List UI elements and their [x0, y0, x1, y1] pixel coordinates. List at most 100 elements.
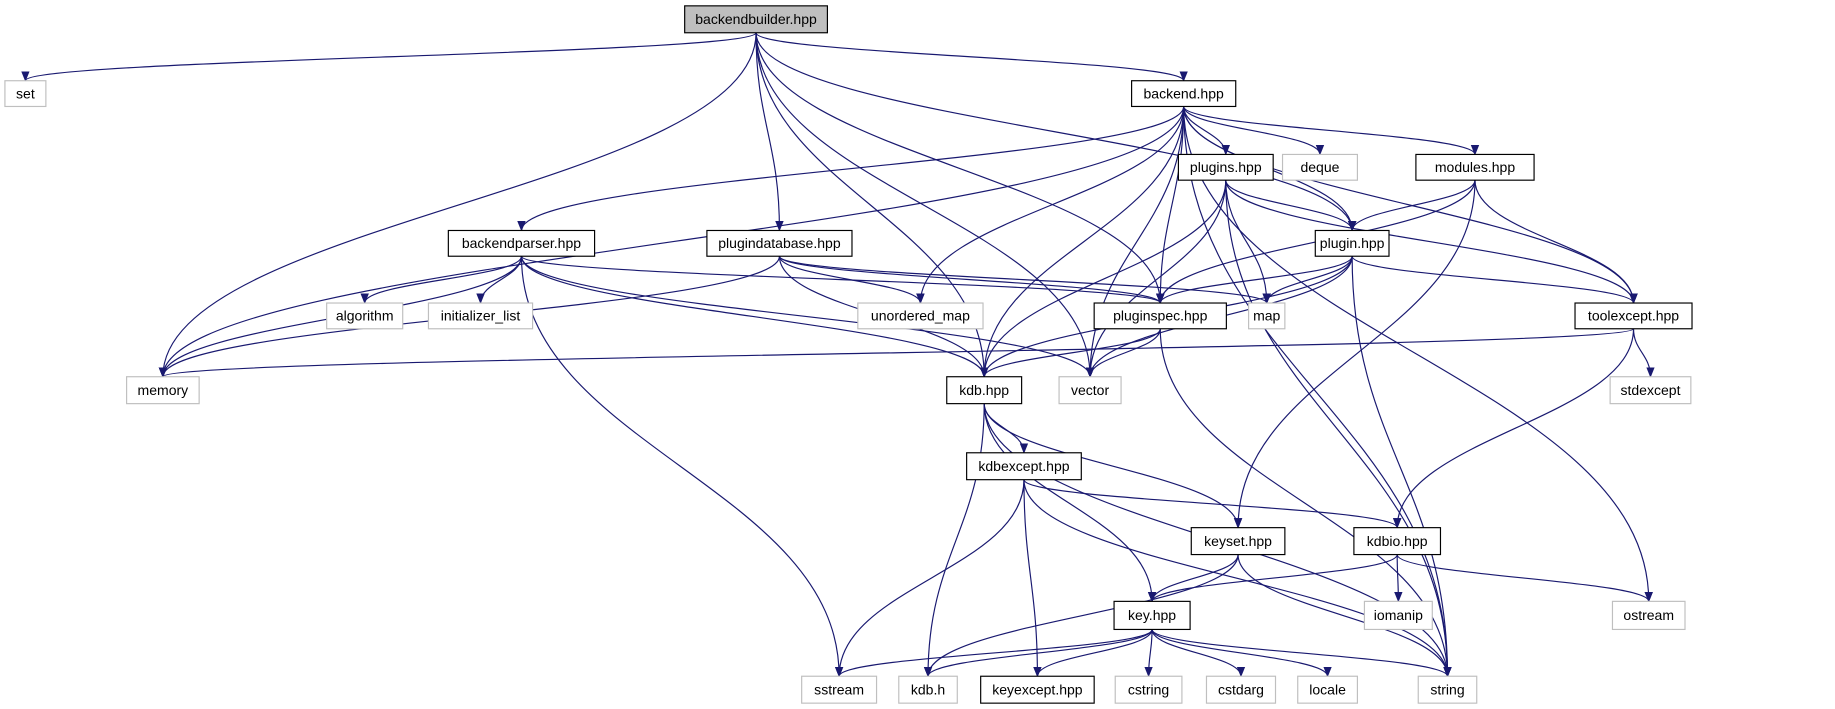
node-plugins[interactable]: plugins.hpp: [1177, 153, 1274, 181]
node-box: [1611, 600, 1686, 631]
edges: [21, 32, 1655, 678]
node-box: [1417, 675, 1478, 704]
edge-backendparser-to-sstream: [520, 256, 844, 678]
edge-backend-to-vector: [1085, 106, 1185, 378]
node-label: cstring: [1128, 681, 1169, 697]
node-box: [1058, 376, 1122, 405]
node-iomanip: iomanip: [1363, 600, 1433, 631]
edge-backend-to-toolexcept: [1183, 106, 1638, 305]
edge-plugindatabase-to-pluginspec: [778, 255, 1165, 305]
edge-backendbuilder-to-backend: [755, 32, 1188, 82]
node-label: vector: [1071, 382, 1109, 398]
node-label: algorithm: [336, 308, 394, 324]
edge-plugins-to-vector: [1085, 180, 1227, 378]
node-label: backendparser.hpp: [462, 235, 581, 251]
node-keyexcept[interactable]: keyexcept.hpp: [980, 675, 1095, 704]
node-keyset[interactable]: keyset.hpp: [1190, 527, 1286, 556]
edge-backend-to-backendparser: [517, 106, 1185, 232]
edge-backend-to-string: [1183, 106, 1452, 678]
node-label: backend.hpp: [1144, 85, 1224, 101]
node-backendparser[interactable]: backendparser.hpp: [447, 229, 596, 257]
node-label: unordered_map: [871, 308, 970, 324]
edge-kdbexcept-to-string: [1023, 479, 1452, 678]
edge-key-to-sstream: [835, 628, 1153, 678]
node-plugin[interactable]: plugin.hpp: [1314, 229, 1390, 257]
node-label: sstream: [814, 681, 864, 697]
edge-kdbio-to-ostream: [1396, 554, 1653, 603]
node-label: toolexcept.hpp: [1588, 308, 1679, 324]
node-initializer_list: initializer_list: [427, 302, 534, 330]
node-plugindatabase[interactable]: plugindatabase.hpp: [706, 229, 853, 257]
node-backend[interactable]: backend.hpp: [1131, 80, 1237, 108]
edge-key-to-locale: [1151, 629, 1332, 678]
node-stdexcept: stdexcept: [1609, 376, 1692, 405]
edge-plugin-to-map: [1262, 256, 1353, 305]
node-ostream: ostream: [1611, 600, 1686, 631]
node-cstring: cstring: [1114, 675, 1183, 704]
node-vector: vector: [1058, 376, 1122, 405]
node-box: [1114, 675, 1183, 704]
node-label: keyexcept.hpp: [992, 681, 1083, 697]
edge-backendbuilder-to-plugin: [755, 32, 1357, 232]
edge-kdbexcept-to-keyexcept: [1023, 479, 1042, 678]
edge-kdbhpp-to-kdbh: [923, 403, 985, 678]
edge-kdbhpp-to-keyset: [983, 403, 1243, 529]
node-label: backendbuilder.hpp: [695, 11, 817, 27]
node-label: set: [16, 85, 35, 101]
edge-backend-to-memory: [158, 106, 1185, 378]
edge-key-to-string: [1151, 629, 1452, 678]
edge-backendparser-to-kdbhpp: [520, 256, 989, 378]
node-kdbhpp[interactable]: kdb.hpp: [946, 376, 1023, 405]
edge-backend-to-modules: [1183, 106, 1480, 156]
edge-key-to-keyexcept: [1033, 629, 1153, 678]
node-label: map: [1253, 308, 1280, 324]
node-kdbh: kdb.h: [898, 675, 958, 704]
node-box: [857, 302, 984, 330]
node-box: [1609, 376, 1692, 405]
edge-kdbio-to-key: [1147, 554, 1398, 603]
edge-plugin-to-string: [1351, 256, 1452, 678]
node-memory: memory: [126, 376, 200, 405]
node-pluginspec[interactable]: pluginspec.hpp: [1093, 302, 1227, 330]
node-box: [4, 80, 47, 108]
node-modules[interactable]: modules.hpp: [1415, 153, 1535, 181]
node-backendbuilder[interactable]: backendbuilder.hpp: [684, 5, 828, 34]
node-box: [447, 229, 596, 257]
edge-key-to-kdbh: [923, 629, 1153, 678]
node-label: stdexcept: [1620, 382, 1680, 398]
edge-plugindatabase-to-unordered_map: [778, 256, 925, 305]
node-cstdarg: cstdarg: [1205, 675, 1277, 704]
node-box: [1574, 302, 1693, 330]
node-kdbexcept[interactable]: kdbexcept.hpp: [966, 452, 1082, 481]
edge-modules-to-toolexcept: [1474, 180, 1638, 305]
node-label: string: [1430, 681, 1464, 697]
node-box: [980, 675, 1095, 704]
edge-backendparser-to-algorithm: [360, 256, 523, 305]
node-kdbio[interactable]: kdbio.hpp: [1353, 527, 1442, 556]
node-label: kdb.h: [911, 681, 945, 697]
edge-backendbuilder-to-pluginspec: [755, 32, 1165, 305]
node-box: [1190, 527, 1286, 556]
node-box: [946, 376, 1023, 405]
node-label: modules.hpp: [1435, 159, 1515, 175]
node-string: string: [1417, 675, 1478, 704]
node-box: [706, 229, 853, 257]
edge-kdbexcept-to-kdbio: [1023, 479, 1402, 529]
edge-key-to-cstdarg: [1151, 629, 1246, 678]
edge-backend-to-ostream: [1183, 106, 1653, 603]
node-box: [684, 5, 828, 34]
edge-kdbhpp-to-key: [983, 403, 1157, 603]
node-label: iomanip: [1374, 607, 1423, 623]
node-deque: deque: [1281, 153, 1358, 181]
edge-backendbuilder-to-memory: [158, 32, 757, 378]
node-label: pluginspec.hpp: [1113, 308, 1207, 324]
node-box: [1314, 229, 1390, 257]
node-label: plugins.hpp: [1190, 159, 1262, 175]
node-box: [801, 675, 878, 704]
node-label: plugin.hpp: [1320, 235, 1385, 251]
edge-plugins-to-plugin: [1225, 180, 1357, 232]
node-key[interactable]: key.hpp: [1113, 600, 1191, 631]
node-toolexcept[interactable]: toolexcept.hpp: [1574, 302, 1693, 330]
edge-plugin-to-toolexcept: [1351, 255, 1638, 305]
